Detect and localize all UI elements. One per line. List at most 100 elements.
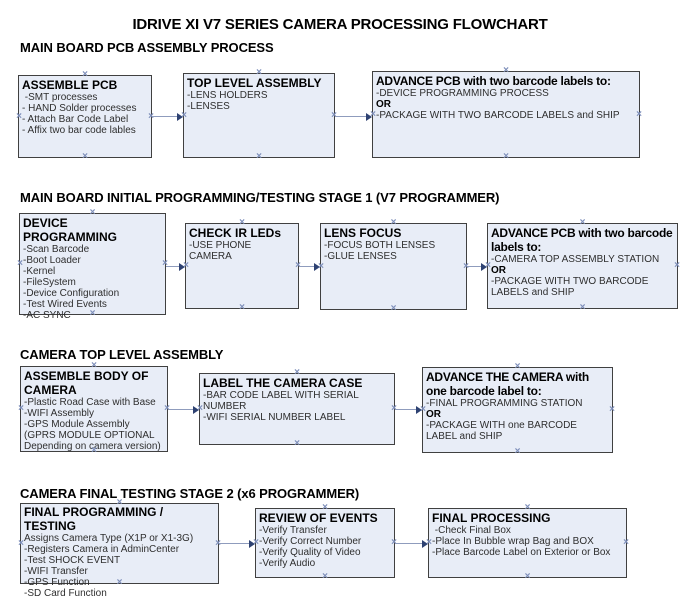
arrow-head-icon bbox=[416, 406, 422, 414]
box-title: FINAL PROGRAMMING / TESTING bbox=[24, 505, 164, 533]
box-line: -GPS Module Assembly bbox=[24, 419, 130, 430]
box-line: -GLUE LENSES bbox=[324, 251, 397, 262]
box-line: -PACKAGE WITH TWO BARCODE LABELS and SHI… bbox=[376, 110, 620, 121]
box-line: -LENS HOLDERS bbox=[187, 90, 268, 101]
connection-point-icon: × bbox=[514, 446, 521, 457]
connection-point-icon: × bbox=[239, 302, 245, 313]
box-advance-the-camera-one-label: × × × × ADVANCE THE CAMERA with one barc… bbox=[420, 362, 615, 457]
box-lens-focus: × × × × LENS FOCUS -FOCUS BOTH LENSES -G… bbox=[318, 218, 469, 314]
box-line: - Attach Bar Code Label bbox=[22, 114, 129, 125]
box-line: -PACKAGE WITH TWO BARCODE LABELS and SHI… bbox=[491, 276, 652, 298]
box-line: - Affix two bar code lables bbox=[22, 125, 136, 136]
flow-arrow bbox=[168, 405, 199, 414]
box-title: ADVANCE THE CAMERA with one barcode labe… bbox=[426, 370, 589, 398]
box-final-processing: × × × × FINAL PROCESSING -Check Final Bo… bbox=[426, 503, 629, 582]
box-assemble-body-of-camera: × × × × ASSEMBLE BODY OF CAMERA -Plastic… bbox=[18, 361, 170, 456]
box-review-of-events: × × × × REVIEW OF EVENTS -Verify Transfe… bbox=[253, 503, 397, 582]
box-line: -Verify Audio bbox=[259, 558, 316, 569]
box-line: -Registers Camera in AdminCenter bbox=[24, 544, 180, 555]
flow-arrow bbox=[467, 262, 487, 271]
connection-point-icon: × bbox=[322, 571, 328, 582]
box-title: ADVANCE PCB with two barcode labels to: bbox=[376, 74, 611, 88]
box-line: -AC SYNC bbox=[23, 310, 71, 321]
flow-arrow bbox=[395, 539, 428, 548]
arrow-line bbox=[395, 409, 419, 410]
connection-point-icon: × bbox=[609, 404, 615, 415]
arrow-head-icon bbox=[179, 263, 185, 271]
box-line: -Verify Correct Number bbox=[259, 536, 362, 547]
arrow-head-icon bbox=[422, 540, 428, 548]
box-line: -Verify Quality of Video bbox=[259, 547, 361, 558]
box-label-the-camera-case: × × × × LABEL THE CAMERA CASE -BAR CODE … bbox=[197, 368, 397, 449]
box-line: -Device Configuration bbox=[23, 288, 120, 299]
arrow-line bbox=[166, 266, 182, 267]
box-line: Depending on camera version) bbox=[24, 441, 161, 452]
connection-point-icon: × bbox=[674, 260, 680, 271]
box-line: -PACKAGE WITH one BARCODE LABEL and SHIP bbox=[426, 420, 580, 442]
connection-point-icon: × bbox=[390, 303, 397, 314]
connection-point-icon: × bbox=[579, 302, 586, 313]
box-device-programming: × × × × DEVICE PROGRAMMING -Scan Barcode… bbox=[17, 208, 168, 322]
box-line: -Scan Barcode bbox=[23, 244, 90, 255]
box-line: - HAND Solder processes bbox=[22, 103, 137, 114]
connection-point-icon: × bbox=[623, 537, 629, 548]
box-line: (GPRS MODULE OPTIONAL bbox=[24, 430, 155, 441]
connection-point-icon: × bbox=[636, 108, 642, 120]
arrow-line bbox=[152, 116, 180, 117]
box-line: -LENSES bbox=[187, 101, 230, 112]
arrow-line bbox=[467, 266, 484, 267]
connection-point-icon: × bbox=[82, 151, 88, 162]
box-line: -WIFI Transfer bbox=[24, 566, 88, 577]
arrow-head-icon bbox=[177, 113, 183, 121]
flow-arrow bbox=[219, 539, 255, 548]
arrow-head-icon bbox=[366, 113, 372, 121]
connection-point-icon: × bbox=[503, 151, 509, 162]
box-line: OR bbox=[426, 409, 441, 420]
box-line: OR bbox=[376, 99, 391, 110]
box-line: -Place Barcode Label on Exterior or Box bbox=[432, 547, 611, 558]
box-title: LABEL THE CAMERA CASE bbox=[203, 376, 363, 390]
box-title: CHECK IR LEDs bbox=[189, 226, 282, 240]
box-check-ir-leds: × × × × CHECK IR LEDs -USE PHONE CAMERA bbox=[183, 218, 301, 313]
section-header-initial-programming: MAIN BOARD INITIAL PROGRAMMING/TESTING S… bbox=[20, 190, 500, 205]
arrow-line bbox=[219, 543, 252, 544]
box-title: FINAL PROCESSING bbox=[432, 511, 551, 525]
box-line: -SD Card Function bbox=[24, 588, 107, 599]
box-line: -WIFI Assembly bbox=[24, 408, 95, 419]
box-line: -Kernel bbox=[23, 266, 56, 277]
arrow-line bbox=[299, 266, 317, 267]
box-title: ADVANCE PCB with two barcode labels to: bbox=[491, 226, 673, 254]
box-line: -Test Wired Events bbox=[23, 299, 107, 310]
section-header-pcb-assembly: MAIN BOARD PCB ASSEMBLY PROCESS bbox=[20, 40, 274, 55]
box-top-level-assembly: × × × × TOP LEVEL ASSEMBLY -LENS HOLDERS… bbox=[181, 68, 337, 162]
arrow-head-icon bbox=[193, 406, 199, 414]
box-line: -CAMERA TOP ASSEMBLY STATION bbox=[491, 254, 660, 265]
box-line: -SMT processes bbox=[22, 92, 98, 103]
arrow-head-icon bbox=[481, 263, 487, 271]
arrow-line bbox=[168, 409, 196, 410]
box-line: -Boot Loader bbox=[23, 255, 81, 266]
arrow-line bbox=[335, 116, 369, 117]
box-title: TOP LEVEL ASSEMBLY bbox=[187, 76, 322, 90]
flow-arrow bbox=[166, 262, 185, 271]
box-title: REVIEW OF EVENTS bbox=[259, 511, 378, 525]
flow-arrow bbox=[299, 262, 320, 271]
connection-point-icon: × bbox=[256, 151, 262, 162]
connection-point-icon: × bbox=[294, 438, 300, 449]
box-advance-pcb-two-labels-stage1: × × × × ADVANCE PCB with two barcode lab… bbox=[485, 218, 680, 313]
box-line: -FINAL PROGRAMMING STATION bbox=[426, 398, 583, 409]
box-assemble-pcb: × × × × ASSEMBLE PCB -SMT processes - HA… bbox=[16, 70, 154, 162]
box-line: -Place In Bubble wrap Bag and BOX bbox=[432, 536, 594, 547]
box-advance-pcb-two-labels: × × × × ADVANCE PCB with two barcode lab… bbox=[370, 66, 642, 162]
box-line: -Check Final Box bbox=[432, 525, 511, 536]
box-line: -Plastic Road Case with Base bbox=[24, 397, 156, 408]
box-line: -FOCUS BOTH LENSES bbox=[324, 240, 436, 251]
box-line: -Verify Transfer bbox=[259, 525, 327, 536]
box-final-programming-testing: × × × × FINAL PROGRAMMING / TESTING Assi… bbox=[18, 498, 221, 600]
arrow-head-icon bbox=[249, 540, 255, 548]
page-title: IDRIVE XI V7 SERIES CAMERA PROCESSING FL… bbox=[132, 16, 548, 33]
box-line: -USE PHONE CAMERA bbox=[189, 240, 255, 262]
arrow-head-icon bbox=[314, 263, 320, 271]
box-line: -BAR CODE LABEL WITH SERIAL NUMBER bbox=[203, 390, 362, 412]
